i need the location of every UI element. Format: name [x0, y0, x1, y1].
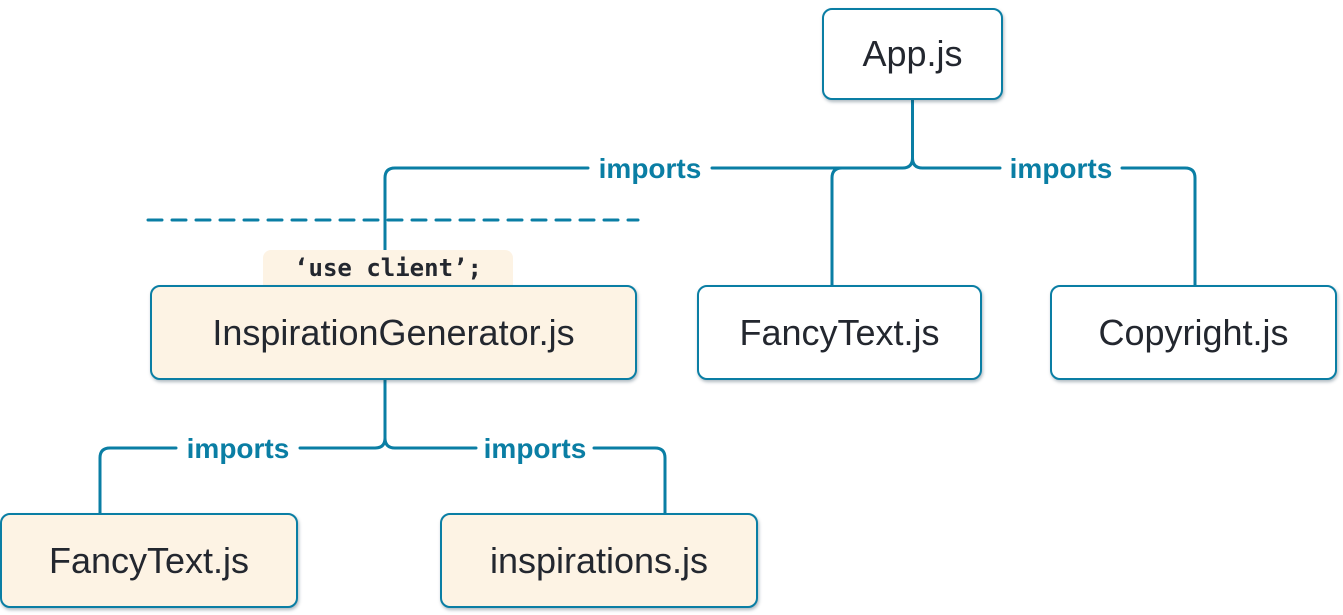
edge-label-imports-app-inspirationgenerator: imports	[598, 153, 702, 184]
node-fancytext-js-top: FancyText.js	[697, 285, 982, 380]
edge-inspirationgenerator-to-fancytext-1	[298, 378, 387, 450]
edge-label-imports-inspirationgenerator-fancytext: imports	[186, 433, 290, 464]
edge-label-imports-app-copyright: imports	[1009, 153, 1113, 184]
edge-app-to-copyright-1	[911, 156, 1002, 170]
edge-app-to-copyright-2	[1120, 166, 1197, 287]
edge-inspirationgenerator-to-fancytext-2	[98, 446, 178, 515]
node-label-copyright-js: Copyright.js	[1098, 311, 1289, 353]
edge-inspirationgenerator-to-inspirations-2	[592, 446, 667, 515]
node-label-app-js: App.js	[862, 33, 963, 74]
edge-app-to-inspirationgenerator-2	[383, 166, 590, 264]
edge-app-to-fancytext	[830, 166, 857, 287]
edge-inspirationgenerator-to-inspirations-1	[383, 436, 478, 450]
edge-label-imports-inspirationgenerator-inspirations: imports	[483, 433, 587, 464]
node-label-inspirations-js: inspirations.js	[489, 539, 709, 581]
node-label-inspiration-generator-js: InspirationGenerator.js	[212, 311, 575, 353]
node-app-js: App.js	[822, 8, 1003, 100]
node-fancytext-js-bottom: FancyText.js	[0, 513, 298, 608]
node-label-fancytext-js-top: FancyText.js	[739, 311, 940, 353]
node-label-fancytext-js-bottom: FancyText.js	[48, 539, 250, 581]
edge-app-to-inspirationgenerator-1	[710, 98, 914, 170]
node-inspiration-generator-js: InspirationGenerator.js	[150, 285, 637, 380]
node-inspirations-js: inspirations.js	[440, 513, 758, 608]
use-client-directive-tab: ‘use client’;	[263, 250, 513, 286]
node-copyright-js: Copyright.js	[1050, 285, 1337, 380]
